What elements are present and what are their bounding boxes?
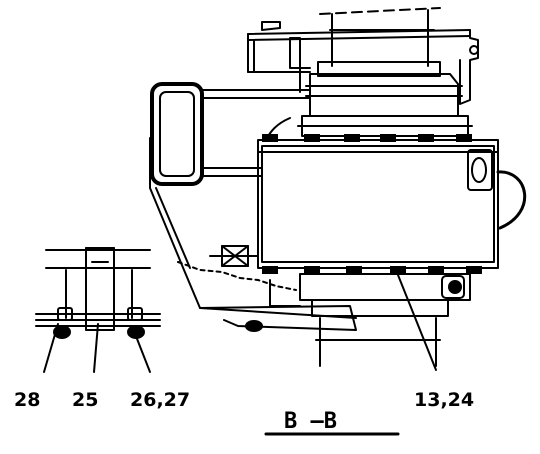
horizontal-arm [150,82,311,186]
gear-housing [257,139,527,269]
lower-flange [199,273,471,332]
lower-shaft [315,317,441,367]
callout-25: 25 [72,389,98,411]
leader-lines [43,269,437,373]
bearing-stack [265,73,473,141]
top-bolts [262,134,472,142]
upper-bracket [247,21,479,105]
callout-13-24: 13,24 [414,389,474,411]
bottom-bolts [262,266,482,274]
upper-shaft [289,7,441,93]
callout-28: 28 [14,389,40,411]
detail-view [35,247,161,339]
callout-26-27: 26,27 [130,389,190,411]
section-label: B —B [284,409,337,434]
side-plate [149,137,357,319]
